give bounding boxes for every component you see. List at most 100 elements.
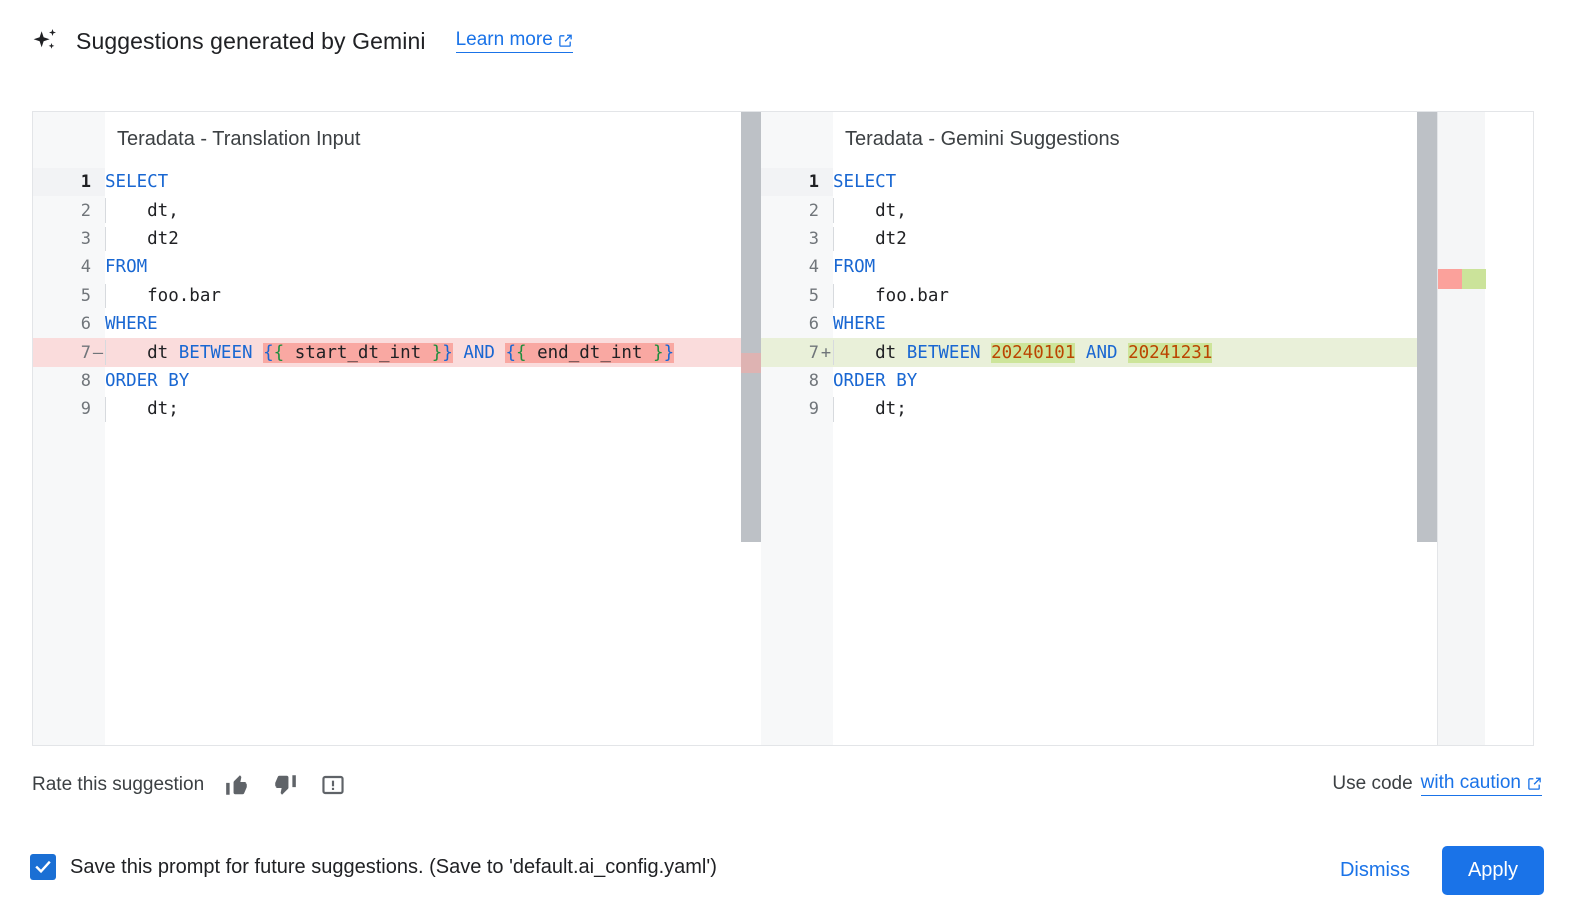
- dismiss-button[interactable]: Dismiss: [1326, 849, 1424, 892]
- line-number: 4: [808, 257, 819, 278]
- indent-guide: [833, 226, 834, 252]
- with-caution-label: with caution: [1420, 772, 1521, 793]
- line-number: 8: [808, 370, 819, 391]
- code-line[interactable]: 8 ORDER BY: [761, 367, 1437, 395]
- line-number: 2: [808, 200, 819, 221]
- code-token: BETWEEN: [906, 342, 981, 363]
- indent-guide: [105, 226, 106, 252]
- code-token: foo.bar: [105, 285, 221, 306]
- with-caution-link[interactable]: with caution: [1420, 772, 1542, 796]
- left-scrollbar-delete-marker: [741, 353, 761, 373]
- checkmark-icon: [35, 860, 51, 874]
- line-number: 3: [808, 228, 819, 249]
- code-line[interactable]: 5 foo.bar: [761, 282, 1437, 310]
- code-token: dt2: [105, 228, 179, 249]
- code-token: foo.bar: [833, 285, 949, 306]
- code-line[interactable]: 7— dt BETWEEN {{ start_dt_int }} AND {{ …: [33, 338, 761, 367]
- line-number: 5: [808, 285, 819, 306]
- save-prompt-checkbox[interactable]: [30, 854, 56, 880]
- code-line[interactable]: 8 ORDER BY: [33, 367, 761, 395]
- indent-guide: [105, 283, 106, 308]
- code-token: WHERE: [105, 314, 158, 335]
- code-line[interactable]: 2 dt,: [761, 196, 1437, 224]
- code-token: }: [653, 342, 664, 363]
- code-line[interactable]: 9 dt;: [33, 395, 761, 423]
- code-line-text: foo.bar: [833, 282, 1437, 310]
- code-token: ORDER BY: [833, 370, 918, 391]
- code-token: dt2: [833, 228, 907, 249]
- code-token: dt,: [833, 200, 907, 221]
- code-token: start_dt_int: [284, 342, 432, 363]
- line-number: 5: [80, 285, 91, 306]
- diff-sign: +: [820, 342, 832, 363]
- code-token: [981, 343, 992, 363]
- code-line[interactable]: 6 WHERE: [761, 310, 1437, 338]
- line-number: 9: [808, 399, 819, 420]
- code-token: AND: [463, 342, 495, 363]
- thumb-down-icon[interactable]: [270, 770, 300, 800]
- code-line-text: FROM: [833, 253, 1437, 281]
- rate-label: Rate this suggestion: [32, 774, 205, 795]
- code-line[interactable]: 4 FROM: [761, 253, 1437, 281]
- learn-more-label: Learn more: [455, 29, 553, 50]
- code-line[interactable]: 6 WHERE: [33, 310, 761, 338]
- code-line[interactable]: 7+ dt BETWEEN 20240101 AND 20241231: [761, 338, 1437, 367]
- code-token: {: [273, 342, 285, 363]
- indent-guide: [833, 198, 834, 223]
- thumb-up-icon[interactable]: [222, 770, 252, 800]
- indent-guide: [105, 340, 106, 365]
- left-scrollbar-thumb[interactable]: [741, 112, 761, 542]
- code-token: {: [516, 342, 527, 363]
- code-token: ORDER BY: [105, 370, 190, 391]
- code-line-text: dt2: [833, 225, 1437, 253]
- right-gutter-background: [761, 112, 833, 745]
- code-token: end_dt_int: [526, 342, 654, 363]
- right-vertical-scrollbar[interactable]: [1417, 112, 1437, 745]
- left-gutter-background: [33, 112, 105, 745]
- code-line-text: SELECT: [833, 168, 1437, 197]
- indent-guide: [105, 198, 106, 223]
- indent-guide: [833, 283, 834, 308]
- code-token: {: [263, 342, 274, 363]
- code-token: FROM: [105, 257, 148, 278]
- external-link-icon: [558, 33, 573, 48]
- code-line[interactable]: 3 dt2: [761, 225, 1437, 253]
- line-number: 8: [80, 370, 91, 391]
- line-number: 6: [80, 314, 91, 335]
- line-number: 6: [808, 314, 819, 335]
- left-vertical-scrollbar[interactable]: [741, 112, 761, 745]
- code-line-text: WHERE: [105, 310, 761, 338]
- code-line[interactable]: 9 dt;: [761, 395, 1437, 423]
- code-token: SELECT: [833, 172, 897, 193]
- report-icon[interactable]: [318, 770, 348, 800]
- right-scrollbar-thumb[interactable]: [1417, 112, 1437, 542]
- code-line-text: ORDER BY: [105, 367, 761, 395]
- code-token: dt: [105, 342, 179, 363]
- code-line-text: WHERE: [833, 310, 1437, 338]
- code-token: dt;: [833, 399, 907, 420]
- code-line[interactable]: 5 foo.bar: [33, 282, 761, 310]
- code-line-text: foo.bar: [105, 282, 761, 310]
- diff-overview-ruler[interactable]: [1437, 112, 1486, 745]
- indent-guide: [105, 397, 106, 422]
- code-line-text: dt2: [105, 225, 761, 253]
- rating-bar: Rate this suggestion: [32, 770, 348, 800]
- code-line-text: dt BETWEEN {{ start_dt_int }} AND {{ end…: [105, 338, 761, 367]
- sparkle-icon: [30, 26, 60, 56]
- apply-button[interactable]: Apply: [1441, 846, 1544, 895]
- code-line[interactable]: 2 dt,: [33, 196, 761, 224]
- external-link-icon: [1527, 776, 1542, 791]
- code-line[interactable]: 3 dt2: [33, 225, 761, 253]
- ruler-insert-marker: [1462, 269, 1486, 289]
- code-token: }: [442, 342, 453, 363]
- learn-more-link[interactable]: Learn more: [455, 29, 573, 53]
- line-number: 1: [80, 172, 91, 193]
